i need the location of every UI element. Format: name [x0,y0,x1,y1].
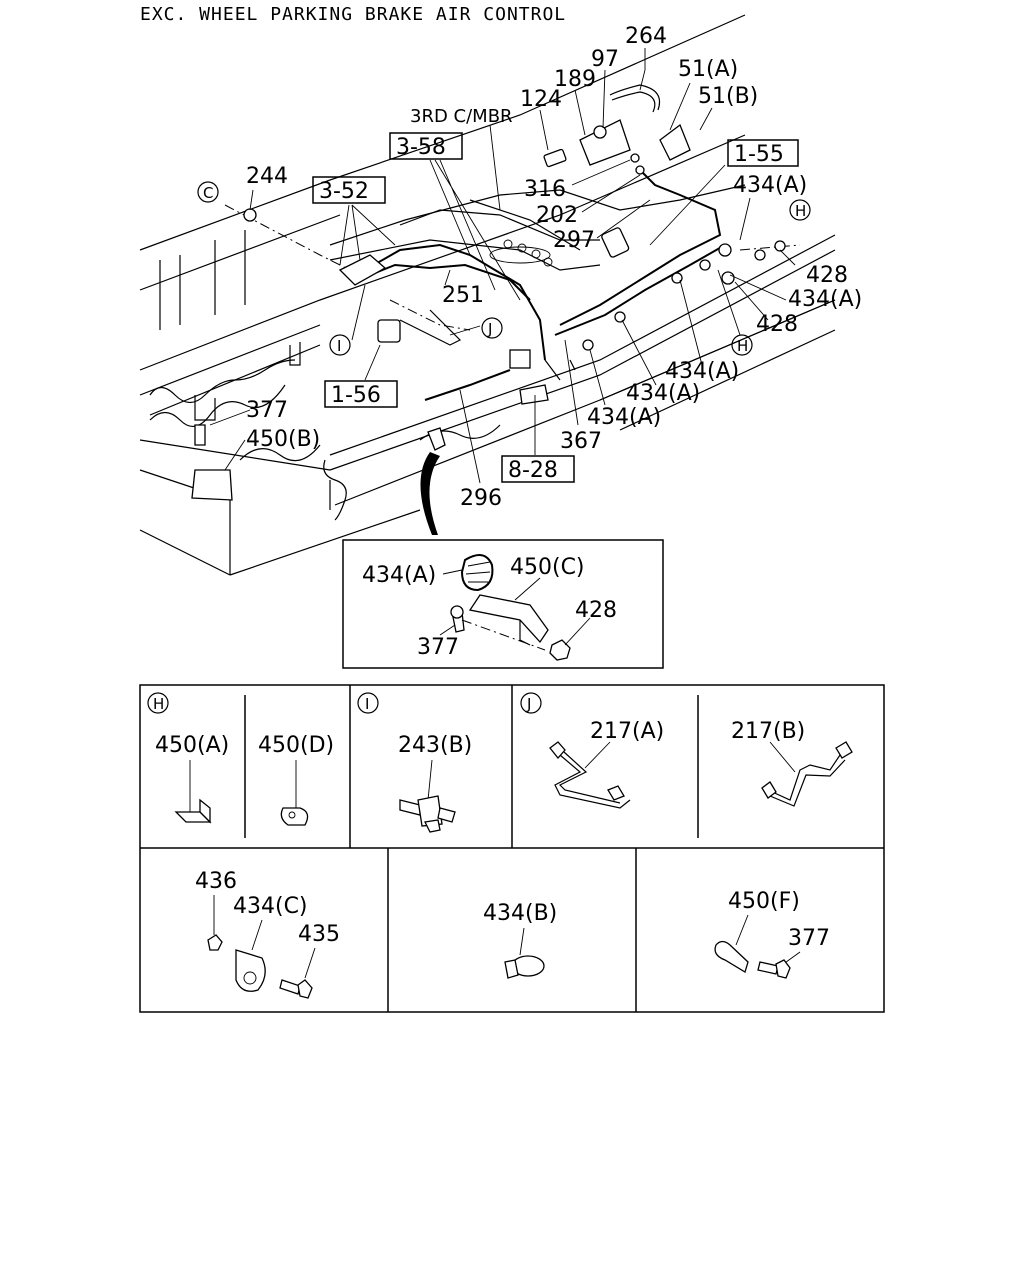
fittings [191,119,786,501]
svg-text:H: H [737,337,748,355]
callout-189: 189 [554,67,596,92]
cell-i: I 243(B) [357,692,472,833]
svg-text:1-56: 1-56 [331,383,381,408]
part-434b: 434(B) [483,901,557,926]
svg-text:H: H [795,202,806,220]
cell-j: J 217(A) 217(B) [520,692,853,809]
callout-377: 377 [246,398,288,423]
diagram-title: EXC. WHEEL PARKING BRAKE AIR CONTROL [140,4,566,25]
part-217b: 217(B) [731,719,805,744]
svg-text:3-52: 3-52 [319,179,369,204]
ref-box-3-58[interactable]: 3-58 [389,132,463,160]
parts-grid [139,684,885,1013]
part-450d: 450(D) [258,733,334,758]
svg-text:1-55: 1-55 [734,142,784,167]
callout-434a-3: 434(A) [665,359,739,384]
svg-text:I: I [337,337,341,355]
part-217a: 217(A) [590,719,664,744]
part-450a: 450(A) [155,733,229,758]
location-note: 3RD C/MBR [410,106,513,127]
callout-297: 297 [553,228,595,253]
callout-296: 296 [460,486,502,511]
inset-callout-377: 377 [417,635,459,660]
circle-ref-j: J [481,317,503,339]
callout-244: 244 [246,164,288,189]
svg-text:J: J [526,695,531,713]
circle-ref-h-upper: H [789,199,811,221]
callout-434a-4: 434(A) [626,381,700,406]
svg-text:J: J [487,320,492,338]
svg-text:H: H [153,695,164,713]
circle-ref-i: I [329,334,351,356]
svg-text:3-58: 3-58 [396,135,446,160]
ref-box-3-52[interactable]: 3-52 [312,176,386,204]
callout-202: 202 [536,203,578,228]
callout-97: 97 [591,47,619,72]
callout-316: 316 [524,177,566,202]
callout-251: 251 [442,283,484,308]
part-450f: 450(F) [728,889,800,914]
circle-ref-c: C [197,181,219,203]
ref-box-8-28[interactable]: 8-28 [501,455,575,483]
circle-ref-h-lower: H [731,334,753,356]
callout-428-2: 428 [756,312,798,337]
chassis-frame-drawing [139,14,836,576]
callout-450b: 450(B) [246,427,320,452]
ref-box-1-55[interactable]: 1-55 [727,139,799,167]
inset-callout-428: 428 [575,598,617,623]
part-243b: 243(B) [398,733,472,758]
inset-callout-434a: 434(A) [362,563,436,588]
cell-bracket-f: 450(F) 377 [714,889,830,979]
callout-428-1: 428 [806,263,848,288]
callout-264: 264 [625,24,667,49]
part-434c: 434(C) [233,894,308,919]
main-view-labels: 3RD C/MBR 264 97 51(A) 189 51(B) 124 244… [246,24,862,511]
air-pipes [224,84,801,401]
part-436: 436 [195,869,237,894]
callout-434a-1: 434(A) [733,173,807,198]
svg-text:C: C [203,184,213,202]
inset-pointer-arrow [420,452,440,535]
leader-lines [209,48,796,484]
callout-434a-2: 434(A) [788,287,862,312]
cell-clamp-b: 434(B) [483,901,557,979]
part-435: 435 [298,922,340,947]
inset-detail: 434(A) 450(C) 428 377 [342,539,664,669]
inset-callout-450c: 450(C) [510,555,585,580]
callout-434a-5: 434(A) [587,405,661,430]
part-377: 377 [788,926,830,951]
callout-51b: 51(B) [698,84,758,109]
svg-text:8-28: 8-28 [508,458,558,483]
svg-text:I: I [365,695,369,713]
callout-51a: 51(A) [678,57,738,82]
cell-clamp-c: 436 434(C) 435 [195,869,340,999]
callout-367: 367 [560,429,602,454]
ref-box-1-56[interactable]: 1-56 [324,380,398,408]
cell-h: H 450(A) 450(D) [147,692,334,826]
callout-124: 124 [520,87,562,112]
